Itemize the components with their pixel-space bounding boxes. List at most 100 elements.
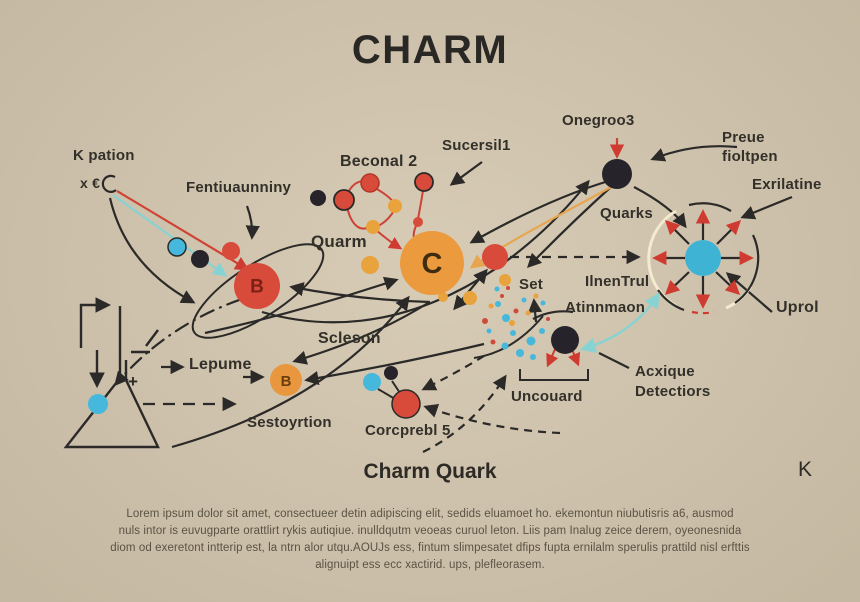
label-ilnentrul: IlnenTrul (585, 273, 650, 290)
atinnmaon-pointer-curve (532, 310, 574, 320)
spoke-downright (715, 271, 741, 295)
link-line (377, 388, 396, 400)
detector-curve (473, 315, 544, 359)
blue-dot (167, 237, 187, 257)
red-node (391, 389, 421, 419)
plus-sign: + (128, 372, 138, 391)
label-quarm: Quarm (311, 232, 367, 251)
label-lepume: Lepume (189, 356, 252, 373)
detector-bracket (519, 369, 589, 381)
dashed-arrow-to-corc-top (421, 355, 485, 391)
node-c-orange (400, 231, 464, 295)
label-atinnmaon: Atinnmaon (565, 299, 646, 316)
arrow-into-orange-b (304, 342, 485, 386)
label-corcprebl: Corcprebl 5 (365, 422, 451, 439)
open-circle-icon (101, 174, 117, 193)
dashed-arrows (114, 249, 641, 453)
preue-pointer-arrow (650, 145, 738, 162)
detector-area (473, 292, 660, 381)
node-detector-black (551, 326, 579, 354)
label-preue-line1: Preue (722, 129, 765, 146)
label-set: Set (519, 276, 543, 293)
red-dot (222, 242, 240, 260)
c-orange-satellites (361, 256, 511, 305)
label-k-pation: K pation (73, 147, 135, 164)
arc-blacknode-to-rednode (527, 185, 613, 269)
red-dot (360, 173, 380, 193)
label-x-euro: x € (80, 175, 101, 191)
flask-group (63, 297, 160, 449)
hub-spokes (652, 209, 754, 309)
k-particle-dots (167, 237, 240, 268)
teal-double-arrow (580, 292, 660, 353)
label-uncouard: Uncouard (511, 388, 583, 405)
sucersil-pointer-arrow (449, 161, 483, 186)
red-mini-arrow (546, 346, 559, 368)
double-arrow (453, 268, 488, 311)
dark-arc-right (734, 234, 760, 304)
blue-dot (363, 373, 381, 391)
label-scleson: Scleson (318, 330, 381, 347)
caption-line: diom od exeretont intterip est, la ntrn … (110, 542, 750, 554)
cream-arc-bottomright (725, 285, 753, 310)
uprol-pointer-arrow (725, 272, 773, 313)
flask-icon (63, 306, 160, 449)
arrow-into-red-b (289, 282, 431, 304)
caption-line: nuls intor is euvugparte orattlirt rykis… (118, 525, 742, 537)
page-title: CHARM (351, 28, 509, 72)
label-acxique-line2: Detectiors (635, 383, 711, 400)
label-beconal: Beconal 2 (340, 153, 418, 170)
spoke-upleft (664, 219, 690, 245)
k-black-curve-arrow (108, 197, 196, 304)
black-dot (310, 190, 326, 206)
label-quarks: Quarks (600, 205, 653, 222)
node-hub-blue (685, 240, 721, 276)
hub-ring (647, 202, 760, 315)
k-teal-line-arrow (112, 194, 228, 277)
link-line (391, 380, 401, 394)
label-sucersil: Sucersil1 (442, 137, 511, 154)
arc-blacknode-to-c-upper (469, 178, 613, 244)
beconal-dots (310, 172, 434, 234)
beconal-link-arrow (374, 228, 403, 250)
node-b-orange-letter: B (280, 373, 292, 391)
label-fentiuaunniny: Fentiuaunniny (186, 179, 292, 196)
fentiuaunniny-pointer-arrow (245, 205, 260, 240)
orange-dot (361, 256, 379, 274)
red-dot-outlined (414, 172, 434, 192)
red-dot-outlined (333, 189, 355, 211)
label-onegroo: Onegroo3 (562, 112, 635, 129)
orange-dot (499, 274, 511, 286)
scleson-arrow (292, 302, 429, 365)
black-dot (191, 250, 209, 268)
dashed-arrow-to-corc-right (423, 404, 561, 435)
black-dot (384, 366, 398, 380)
orange-dot (438, 292, 448, 302)
arc-left-to-c (204, 276, 399, 335)
acxique-pointer-line (598, 352, 630, 369)
red-dot-small (413, 217, 423, 227)
node-c-letter: C (421, 247, 443, 280)
spoke-downleft (664, 271, 690, 295)
corner-arrow (79, 297, 112, 348)
red-dashed-arc (691, 310, 715, 315)
corner-k-mark: K (798, 458, 813, 481)
node-b-red (234, 263, 280, 309)
label-preue-line2: fioltpen (722, 148, 778, 165)
label-sestoyrtion: Sestoyrtion (247, 414, 332, 431)
label-pointer-arrows (449, 145, 793, 369)
diagram-subtitle: Charm Quark (363, 460, 497, 483)
label-acxique-line1: Acxique (635, 363, 695, 380)
label-exrilatine: Exrilatine (752, 176, 822, 193)
label-uprol: Uprol (776, 299, 819, 316)
spoke-upright (716, 219, 742, 245)
corcprebl-cluster (363, 366, 421, 419)
spray-dots (482, 286, 550, 360)
node-b-red-letter: B (250, 276, 264, 298)
dashdot-curve-to-flask (114, 295, 250, 387)
flask-blue-dot (88, 394, 108, 414)
exrilatine-pointer-arrow (740, 195, 793, 220)
node-top-black (602, 159, 632, 189)
